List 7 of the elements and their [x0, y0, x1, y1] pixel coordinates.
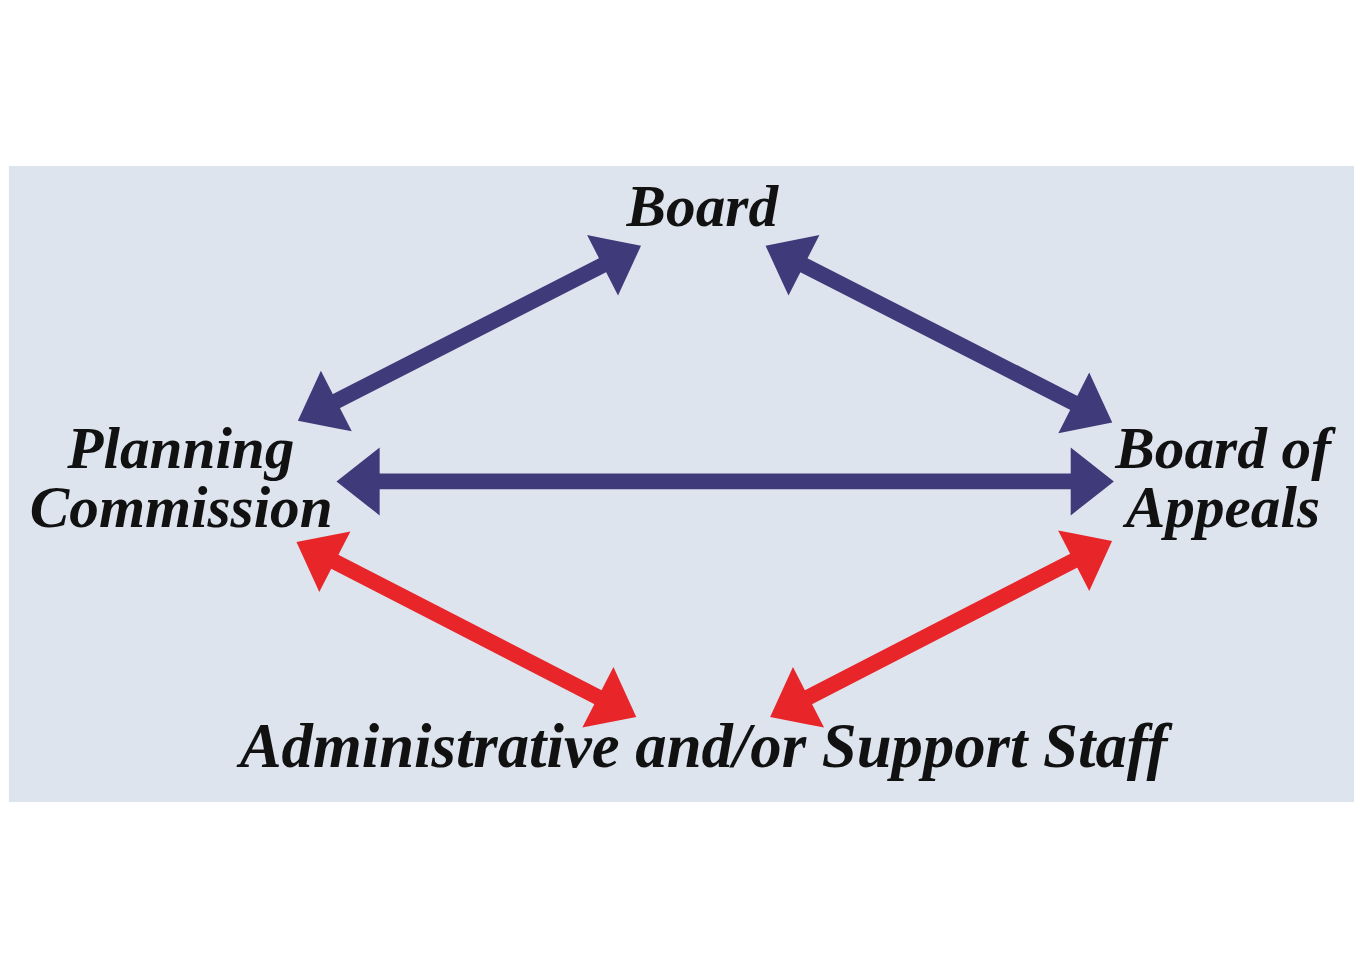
node-text: Planning Commission [29, 414, 333, 540]
arrow [765, 234, 1113, 433]
arrow [296, 530, 637, 727]
arrow [770, 529, 1113, 727]
arrow [336, 446, 1114, 515]
node-text: Board [626, 172, 779, 239]
arrow [297, 234, 641, 431]
